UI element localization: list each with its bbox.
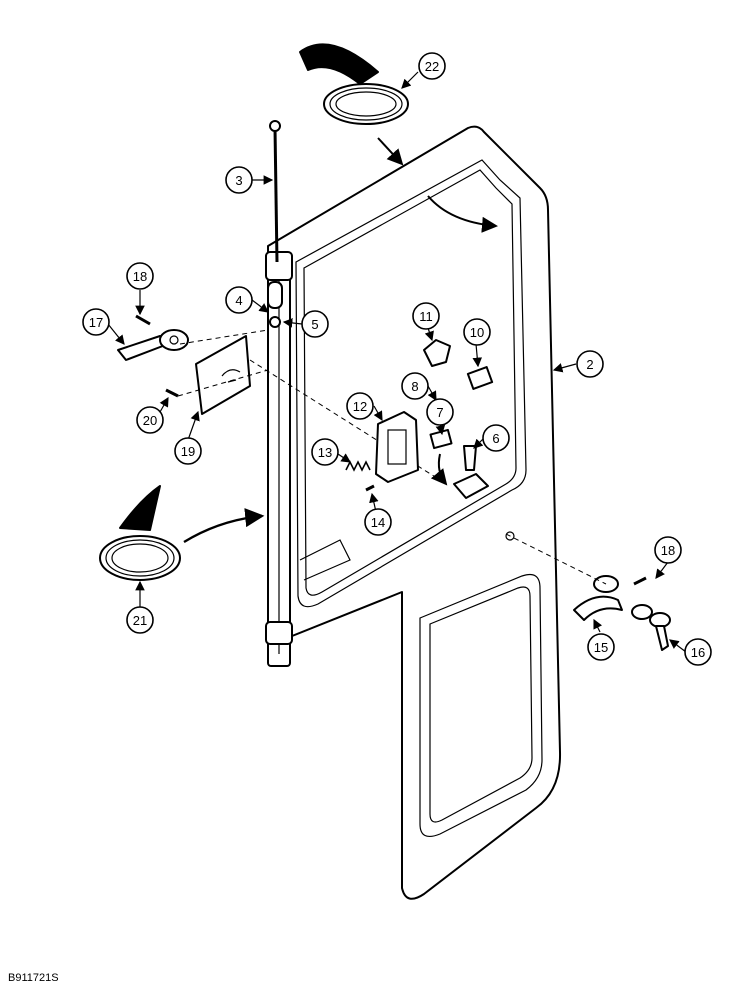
callout-10: 10 [463, 318, 491, 346]
callout-16-label: 16 [691, 645, 705, 660]
callout-15-label: 15 [594, 640, 608, 655]
callout-6-label: 6 [492, 431, 499, 446]
latch-striker [423, 339, 451, 367]
callout-18-lower-label: 18 [661, 543, 675, 558]
callout-2-label: 2 [586, 357, 593, 372]
callout-17-label: 17 [89, 315, 103, 330]
callout-14: 14 [364, 508, 392, 536]
callout-10-label: 10 [470, 325, 484, 340]
striker-plate [466, 366, 494, 390]
screw-14 [365, 484, 375, 492]
callout-6: 6 [482, 424, 510, 452]
callout-3: 3 [225, 166, 253, 194]
callout-18-upper-label: 18 [133, 269, 147, 284]
hinge-bracket [117, 329, 189, 361]
bolt-plate [165, 388, 179, 398]
callout-12-label: 12 [353, 399, 367, 414]
latch-assembly [375, 411, 419, 483]
callout-14-label: 14 [371, 515, 385, 530]
callout-13-label: 13 [318, 445, 332, 460]
callout-11: 11 [412, 302, 440, 330]
drawing-code: B911721S [8, 972, 59, 984]
callout-12: 12 [346, 392, 374, 420]
mounting-plate [195, 335, 251, 415]
callout-13: 13 [311, 438, 339, 466]
key [631, 604, 671, 651]
latch-keeper [453, 473, 489, 499]
callout-2: 2 [576, 350, 604, 378]
callout-8: 8 [401, 372, 429, 400]
weatherstrip-coil-upper [299, 43, 409, 125]
callout-8-label: 8 [411, 379, 418, 394]
weatherstrip-coil-lower [99, 485, 181, 581]
callout-11-label: 11 [419, 309, 433, 324]
handle-screw [633, 576, 647, 586]
outside-handle [573, 575, 623, 621]
callout-4: 4 [225, 286, 253, 314]
callout-18-upper: 18 [126, 262, 154, 290]
callout-16: 16 [684, 638, 712, 666]
hinge-pin [269, 120, 281, 263]
door-frame [265, 125, 562, 900]
callout-20: 20 [136, 406, 164, 434]
callout-21: 21 [126, 606, 154, 634]
bolt-upper-left [135, 314, 151, 326]
callout-19: 19 [174, 437, 202, 465]
callout-4-label: 4 [235, 293, 242, 308]
callout-7: 7 [426, 398, 454, 426]
callout-21-label: 21 [133, 613, 147, 628]
callout-15: 15 [587, 633, 615, 661]
callout-3-label: 3 [235, 173, 242, 188]
leader-lines [107, 71, 687, 653]
pin-6 [463, 445, 477, 471]
callout-20-label: 20 [143, 413, 157, 428]
callout-7-label: 7 [436, 405, 443, 420]
callout-5-label: 5 [311, 317, 318, 332]
callout-5: 5 [301, 310, 329, 338]
hinge-bushing [267, 281, 283, 328]
callout-17: 17 [82, 308, 110, 336]
callout-22: 22 [418, 52, 446, 80]
callout-19-label: 19 [181, 444, 195, 459]
callout-22-label: 22 [425, 59, 439, 74]
callout-18-lower: 18 [654, 536, 682, 564]
